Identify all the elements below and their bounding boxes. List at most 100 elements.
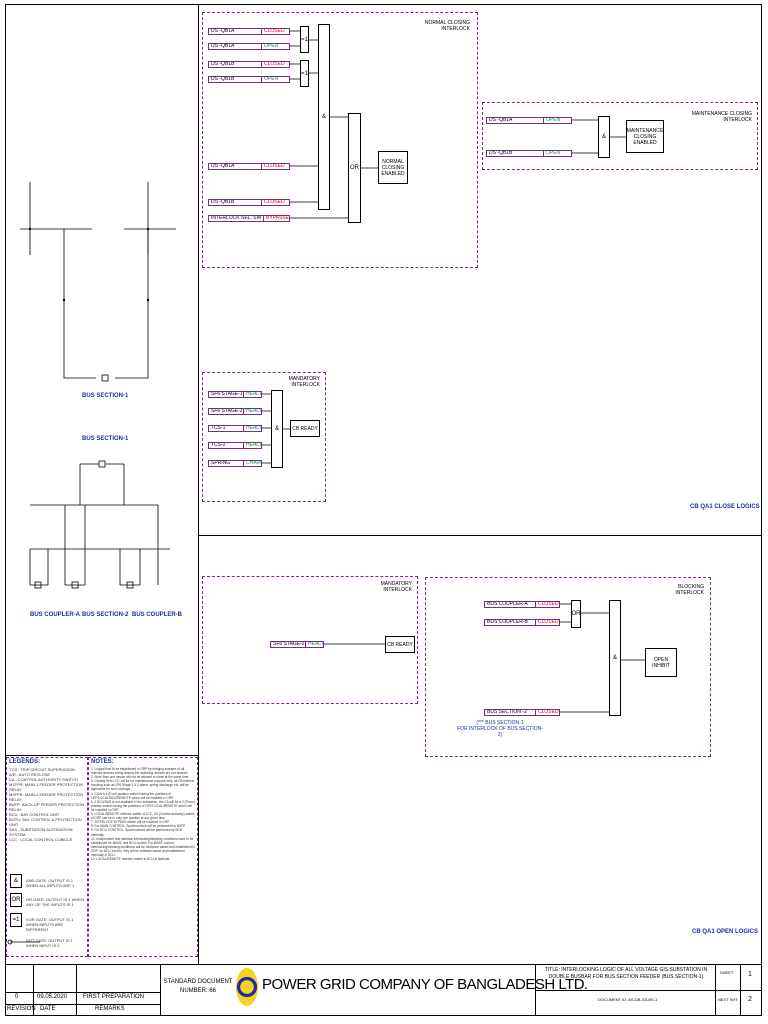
legend-item: LCC : LOCAL CONTROL CUBICLE — [9, 837, 73, 842]
legend-list: TCS : TRIP CIRCUIT SUPERVISION A/R : AUT… — [9, 767, 87, 842]
remarks-label: REMARKS — [95, 1006, 125, 1012]
next-sheet-label: NEXT SHT — [718, 997, 738, 1002]
signal-row: SF6 STAGE-1HEALTHY — [208, 391, 262, 398]
or-gate: OR — [571, 600, 581, 628]
revision-row-line — [5, 992, 160, 993]
tb-row — [535, 990, 762, 991]
not-gate-description: NOT GATE: OUTPUT IS 1 WHEN INPUT IS 0 — [26, 938, 73, 948]
document-id: DOCUMENT ID: AS-DB-G3-BS-1 — [598, 997, 658, 1002]
notes-panel — [88, 757, 198, 957]
xor-gate-symbol: =1 — [10, 913, 22, 927]
legend-item: BCPU: BAY CONTROL & PROTECTION UNIT — [9, 817, 82, 827]
normal-closing-enabled-output: NORMAL CLOSING ENABLED — [378, 151, 408, 184]
xor-gate-description: XOR GATE: OUTPUT IS 1 WHEN INPUTS ARE DI… — [26, 917, 74, 932]
note-item: 5. If BCU/SAS is not available in the su… — [91, 799, 195, 812]
open-inhibit-output: OPEN INHIBIT — [645, 648, 677, 677]
legends-title: LEGENDS: — [9, 759, 41, 765]
standard-document-number: STANDARD DOCUMENT NUMBER: 66 — [163, 979, 233, 994]
signal-row: SF6 STAGE-2HEALTHY — [270, 641, 324, 648]
bus-section-2-caption: BUS SECTION-2 — [82, 612, 129, 618]
and-gate: & — [598, 116, 610, 158]
signal-row: TCS-2HEALTHY — [208, 442, 262, 449]
note-item: 11. LOCAL/REMOTE selector switch in BCU … — [91, 857, 170, 862]
bus-coupler-b-caption: BUS COUPLER-B — [132, 612, 183, 618]
note-item: 3. Closing from LCC will be for maintena… — [91, 779, 194, 792]
note-item: 9. For BCU CONTROL, Synchrocheck will be… — [91, 828, 183, 837]
close-logics-caption: CB QA1 CLOSE LOGICS — [690, 504, 760, 510]
signal-row: TCS-1HEALTHY — [208, 425, 262, 432]
mandatory-open-title: MANDATORY INTERLOCK — [380, 581, 412, 593]
legend-item: SAS : SUBSTATION AUTOMATION SYSTEM — [9, 827, 73, 837]
note-item: 2. More than one device will not be allo… — [91, 775, 190, 780]
note-item: 10. Independent and identical interlocki… — [91, 836, 195, 857]
mandatory-close-title: MANDATORY INTERLOCK — [288, 376, 320, 388]
note-item: 1. Logical flow to be established in GRP… — [91, 767, 189, 776]
legend-divider — [5, 755, 198, 756]
revision-description: FIRST PREPARATION — [83, 994, 145, 1000]
legend-item: CA : CONTROL AUTHORITY SWITCH — [9, 777, 78, 782]
drawing-title: TITLE: INTERLOCKING LOGIC OF ALL VOLTAGE… — [544, 967, 708, 980]
rev-col — [33, 964, 34, 1016]
tb-col — [160, 964, 161, 1016]
revision-number: 0 — [15, 994, 19, 1000]
date-label: DATE — [40, 1006, 56, 1012]
maintenance-closing-title: MAINTENANCE CLOSING INTERLOCK — [691, 111, 752, 123]
column-divider — [198, 4, 199, 964]
cb-ready-output: CB READY — [290, 420, 320, 437]
note-item: 6. LOCAL/REMOTE selector switch of LCC, … — [91, 812, 195, 821]
revision-label-line — [5, 1004, 160, 1005]
note-item: 8. For MAIN CONTROL, Synchrocheck will b… — [91, 824, 186, 829]
open-logics-caption: CB QA1 OPEN LOGICS — [692, 929, 759, 935]
xor-gate-1: =1 — [300, 26, 309, 53]
and-gate-symbol: & — [10, 874, 22, 888]
legend-item: BCU : BAY CONTROL UNIT — [9, 812, 60, 817]
sheet-label: SHEET — [720, 970, 734, 975]
signal-row: SPRINGCHARGED — [208, 460, 262, 467]
maintenance-closing-interlock-panel — [482, 102, 758, 170]
mandatory-open-interlock-panel — [202, 576, 418, 704]
legend-item: M2FPR: MAIN-2 FEEDER PROTECTION RELAY — [9, 792, 84, 802]
blocking-title: BLOCKING INTERLOCK — [675, 584, 704, 596]
section-divider — [198, 535, 762, 536]
note-item: 7. INTERLOCK BYPASS switch will be insta… — [91, 820, 170, 825]
company-name: POWER GRID COMPANY OF BANGLADESH LTD. — [262, 976, 588, 993]
notes-title: NOTES: — [91, 759, 114, 765]
legends-panel — [6, 757, 88, 957]
cb-ready-output: CB READY — [385, 636, 415, 653]
legend-item: A/R : AUTO RECLOSE — [9, 772, 51, 777]
and-gate-description: AND GATE: OUTPUT IS 1 WHEN ALL INPUTS AR… — [26, 878, 75, 888]
legend-item: BUFP: BACK-UP FEEDER PROTECTION RELAY — [9, 802, 85, 812]
mandatory-close-interlock-panel — [202, 372, 326, 502]
title-block-top — [5, 964, 762, 965]
bus-section-1-caption: BUS SECTION-1 — [82, 436, 129, 442]
blocking-interlock-panel — [425, 577, 711, 757]
normal-closing-interlock-panel — [202, 12, 478, 268]
bus-coupler-a-caption: BUS COUPLER-A — [30, 612, 81, 618]
next-sheet-number: 2 — [748, 996, 752, 1003]
or-gate: OR — [348, 113, 361, 223]
or-gate-description: OR GATE: OUTPUT IS 1 WHEN ANY OF THE INP… — [26, 897, 84, 907]
and-gate: & — [609, 600, 621, 716]
legend-item: TCS : TRIP CIRCUIT SUPERVISION — [9, 767, 75, 772]
sheet-number: 1 — [748, 971, 752, 978]
drawing-frame — [5, 4, 762, 1016]
signal-row: SF6 STAGE-2HEALTHY — [208, 408, 262, 415]
blocking-note: (*** BUS SECTION-1 FOR INTERLOCK OF BUS … — [457, 720, 543, 738]
revision-label: REVISION — [7, 1006, 36, 1012]
date-col — [76, 964, 77, 1016]
bus-section-1-caption: BUS SECTION-1 — [82, 393, 129, 399]
xor-gate-2: =1 — [300, 60, 309, 87]
and-gate: & — [318, 24, 330, 210]
normal-closing-title: NORMAL CLOSING INTERLOCK — [424, 20, 470, 32]
